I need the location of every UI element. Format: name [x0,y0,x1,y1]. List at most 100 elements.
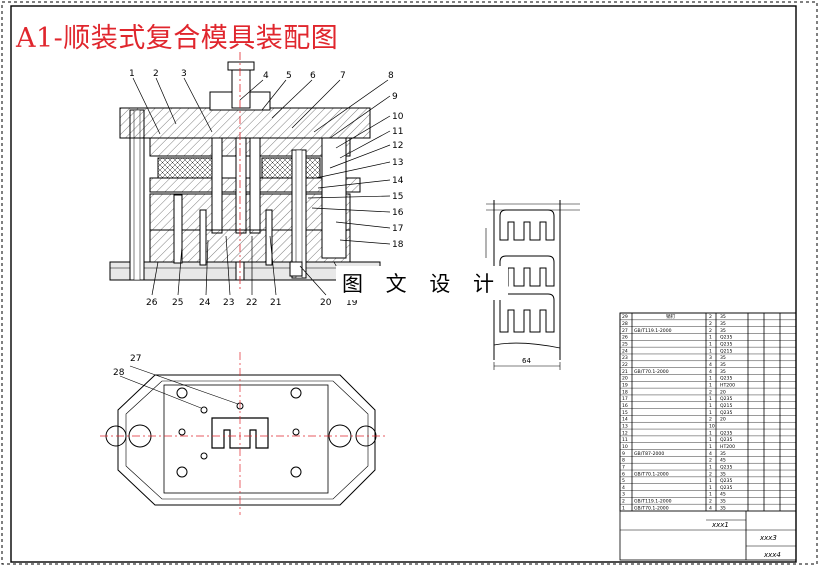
bom-cell: 24 [622,348,628,354]
callout-right-18: 18 [392,240,404,250]
bom-cell: 2 [709,328,712,334]
bom-cell: 2 [709,321,712,327]
bom-cell: 7 [622,464,625,470]
callout-right-11: 11 [392,127,403,137]
bom-cell: Q235 [720,464,732,470]
bom-cell: GB/T70.1-2000 [634,471,669,477]
callout-plan-28: 28 [113,368,125,378]
bom-cell: 10 [622,444,628,450]
bom-cell: 4 [622,485,625,491]
bom-cell: 27 [622,328,628,334]
bom-cell: 2 [709,458,712,464]
bom-cell: 4 [709,369,712,375]
bom-cell: 2 [709,499,712,505]
bom-cell: 28 [622,321,628,327]
bom-cell: 4 [709,505,712,511]
bom-cell: 35 [720,314,726,320]
bom-cell: Q235 [720,342,732,348]
bom-cell: GB/T70.1-2000 [634,369,669,375]
bom-cell: 1 [709,478,712,484]
bom-cell: 35 [720,505,726,511]
bom-cell: 1 [709,444,712,450]
bom-table [619,312,797,561]
bom-cell: 3 [709,355,712,361]
callout-bottom-25: 25 [172,298,183,308]
bom-cell: 10 [709,423,715,429]
bom-cell: Q215 [720,348,732,354]
bom-cell: 45 [720,458,726,464]
bom-cell: GB/T119.1-2000 [634,499,672,505]
callout-labels: 1 2 3 4 5 6 7 8 9 10 11 12 13 14 15 16 1… [113,69,404,378]
callout-right-16: 16 [392,208,404,218]
drawing-title: A1-顺装式复合模具装配图 [16,23,339,54]
bom-cell: 26 [622,335,628,341]
bom-cell: 18 [622,389,628,395]
bom-cell: 15 [622,410,628,416]
inner-border [10,5,797,563]
bom-cell: HT200 [720,383,735,389]
bom-cell: 19 [622,383,628,389]
bom-cell: 1 [709,464,712,470]
bom-cell: 21 [622,369,628,375]
callout-top-2: 2 [153,69,159,79]
bom-cell: 1 [709,410,712,416]
bom-cell: 35 [720,355,726,361]
bom-cell: 35 [720,471,726,477]
bom-cell: 17 [622,396,628,402]
callout-top-1: 1 [129,69,135,79]
bom-cell: 1 [709,485,712,491]
bom-cell: 2 [709,417,712,423]
bom-cell: 20 [622,376,628,382]
title-block: xxx1 xxx3 xxx4 [711,521,781,559]
bom-cell: 1 [709,403,712,409]
bom-cell: 2 [709,471,712,477]
bom-cell: 20 [720,389,726,395]
bom-cell: 14 [622,417,628,423]
callout-right-12: 12 [392,141,403,151]
bom-cell: GB/T119.1-2000 [634,328,672,334]
bom-cell: 1 [709,342,712,348]
bom-cell: GB/T87-2000 [634,451,664,457]
bom-cell: 3 [622,492,625,498]
callout-top-5: 5 [286,71,292,81]
callout-top-3: 3 [181,69,187,79]
bom-cell: 2 [709,389,712,395]
bom-cell: 45 [720,492,726,498]
assembly-section-view [109,52,391,296]
bom-cell: 35 [720,362,726,368]
bom-cell: 1 [709,348,712,354]
bom-cell: 12 [622,430,628,436]
bom-cell: 5 [622,478,625,484]
callout-bottom-19: 19 [346,298,358,308]
bom-cell: 35 [720,499,726,505]
watermark-label: 图 文 设 计 [336,266,509,300]
bom-cell: 25 [622,342,628,348]
bom-cell: 13 [622,423,628,429]
callout-top-4: 4 [263,71,269,81]
callout-top-8: 8 [388,71,394,81]
callout-right-10: 10 [392,112,404,122]
bom-cell: GB/T70.1-2000 [634,505,669,511]
callout-top-6: 6 [310,71,316,81]
bom-cell: 6 [622,471,625,477]
title-block-b: xxx3 [759,534,777,542]
bom-cell: 35 [720,369,726,375]
bom-cell: Q235 [720,335,732,341]
callout-bottom-20: 20 [320,298,332,308]
bom-cell: 1 [622,505,625,511]
callout-right-14: 14 [392,176,404,186]
callout-right-13: 13 [392,158,403,168]
bom-cell: 销钉 [666,313,676,320]
bom-cell: Q235 [720,485,732,491]
bom-cell: Q215 [720,403,732,409]
bom-cell: 9 [622,451,625,457]
callout-bottom-24: 24 [199,298,211,308]
bom-cell: 1 [709,376,712,382]
callout-bottom-23: 23 [223,298,234,308]
bom-cell: HT200 [720,444,735,450]
bom-cell: 20 [720,417,726,423]
bom-cell: 29 [622,314,628,320]
bom-cell: 4 [709,451,712,457]
